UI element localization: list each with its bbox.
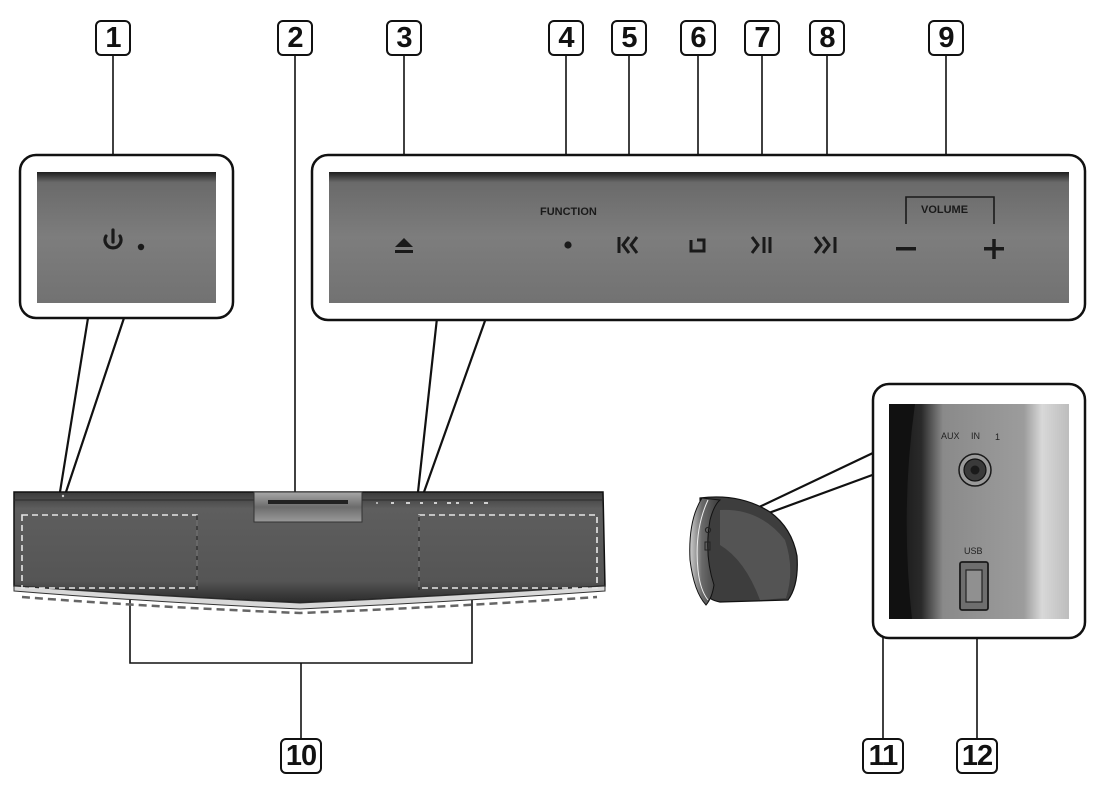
main-unit — [13, 491, 606, 615]
unit-control-marks — [61, 494, 488, 504]
aux-number-label: 1 — [995, 432, 1001, 442]
volume-minus-shape — [896, 247, 916, 251]
callout-stop-button: 6 — [680, 20, 716, 56]
controls-panel — [329, 172, 1069, 303]
function-dot — [564, 241, 572, 249]
function-label: FUNCTION — [540, 206, 597, 218]
side-view-unit — [689, 496, 798, 606]
eject-icon-shape — [395, 238, 413, 253]
callout-speakers: 10 — [280, 738, 322, 774]
skip-forward-icon-shape — [813, 236, 837, 254]
power-icon-shape — [103, 228, 123, 250]
callout-function-button: 4 — [548, 20, 584, 56]
in-label: IN — [971, 431, 980, 441]
power-panel — [37, 172, 216, 303]
callout-disc-slot: 2 — [277, 20, 313, 56]
stop-icon-shape — [689, 238, 706, 253]
volume-label: VOLUME — [921, 204, 969, 216]
aux-label: AUX — [941, 431, 960, 441]
volume-bracket — [905, 196, 995, 224]
callout-skip-back-button: 5 — [611, 20, 647, 56]
callout-skip-forward-button: 8 — [809, 20, 845, 56]
play-pause-icon-shape — [750, 236, 772, 254]
callout-power-button: 1 — [95, 20, 131, 56]
callout-aux-in-jack: 11 — [862, 738, 904, 774]
callout-volume-buttons: 9 — [928, 20, 964, 56]
skip-back-icon-shape — [617, 236, 639, 254]
power-indicator-led — [137, 243, 145, 251]
callout-usb-port: 12 — [956, 738, 998, 774]
usb-label: USB — [964, 546, 983, 556]
callout-open-close-button: 3 — [386, 20, 422, 56]
callout-play-pause-button: 7 — [744, 20, 780, 56]
volume-plus-shape — [984, 239, 1004, 259]
